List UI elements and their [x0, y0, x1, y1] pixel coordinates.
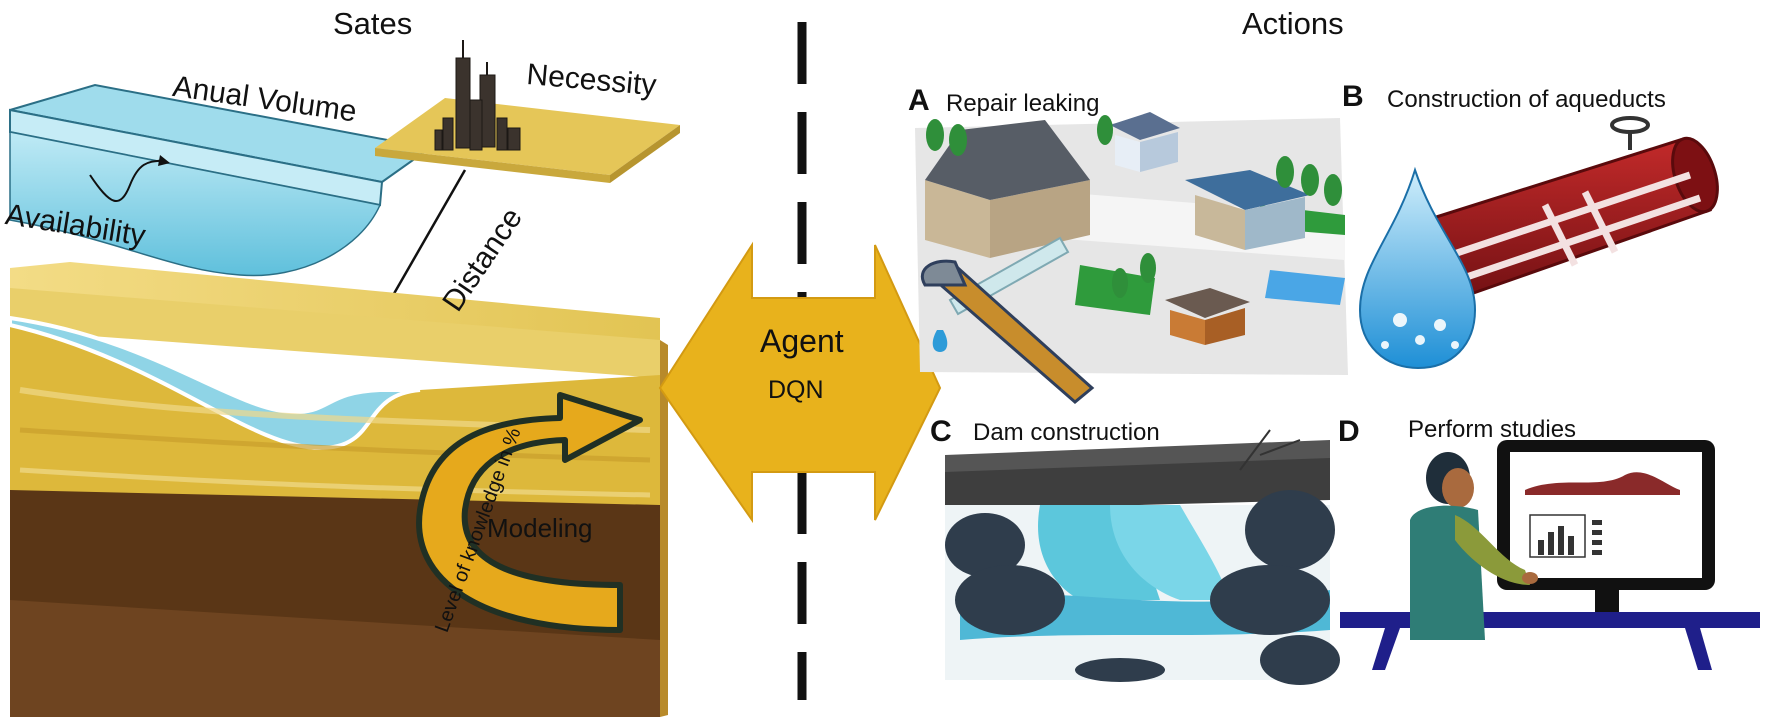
action-d-letter: D: [1338, 415, 1360, 448]
repair-leaking-illustration: [915, 112, 1348, 404]
soil-cross-section: [8, 262, 668, 717]
monitor-icon: [1497, 440, 1715, 612]
person-icon: [1410, 452, 1538, 640]
action-a-letter: A: [908, 84, 930, 117]
water-drop-icon: [1358, 166, 1477, 370]
action-c-letter: C: [930, 415, 952, 448]
dam-illustration: [945, 429, 1340, 685]
action-d-label: Perform studies: [1408, 416, 1577, 443]
action-a-label: Repair leaking: [946, 90, 1100, 117]
action-c-label: Dam construction: [973, 419, 1160, 446]
knowledge-arrow-icon: [416, 392, 643, 633]
agent-dqn-label: DQN: [768, 376, 824, 404]
action-b-label: Construction of aqueducts: [1387, 86, 1666, 113]
necessity-platform: [375, 40, 680, 183]
action-b-letter: B: [1342, 80, 1364, 113]
states-header: Sates: [333, 6, 413, 41]
city-skyline-icon: [434, 40, 521, 151]
modeling-label: Modeling: [487, 513, 593, 543]
agent-label: Agent: [760, 323, 844, 359]
studies-illustration: [1340, 440, 1760, 670]
agent-double-arrow: [658, 241, 942, 524]
annual-volume-block: [9, 83, 433, 277]
actions-header: Actions: [1242, 6, 1344, 41]
aqueduct-pipe-illustration: [1358, 116, 1719, 370]
